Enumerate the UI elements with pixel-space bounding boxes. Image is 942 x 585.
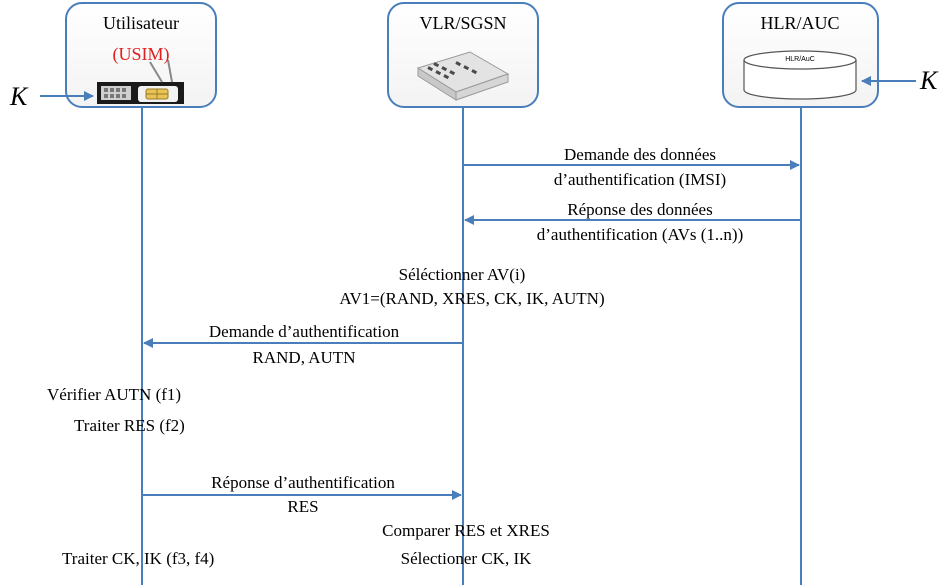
key-label-right: K (920, 66, 938, 95)
note-av1: AV1=(RAND, XRES, CK, IK, AUTN) (339, 289, 605, 308)
message-m3-line2: RAND, AUTN (252, 348, 356, 367)
note-process-res: Traiter RES (f2) (74, 416, 185, 435)
note-select-av: Séléctionner AV(i) (398, 265, 526, 284)
entity-title-hlr: HLR/AUC (760, 13, 840, 33)
note-select-ck: Sélectioner CK, IK (400, 549, 532, 568)
message-m4-line1: Réponse d’authentification (211, 473, 395, 492)
entity-title-vlr: VLR/SGSN (419, 13, 507, 33)
message-m2-line2: d’authentification (AVs (1..n)) (536, 225, 744, 244)
usim-card-icon (97, 59, 184, 104)
database-icon (743, 50, 857, 100)
message-m3-line1: Demande d’authentification (208, 322, 400, 341)
key-label-left: K (10, 82, 28, 111)
entity-box-user (65, 2, 217, 108)
message-m2-line1: Réponse des données (567, 200, 713, 219)
note-process-ck: Traiter CK, IK (f3, f4) (62, 549, 215, 568)
message-m1-line1: Demande des données (563, 145, 717, 164)
entity-title-user: Utilisateur (103, 13, 179, 33)
network-switch-icon (416, 51, 510, 101)
message-m4-line2: RES (287, 497, 319, 516)
message-m1-line2: d’authentification (IMSI) (553, 170, 727, 189)
db-label: HLR/AuC (785, 56, 815, 63)
entity-subtitle-usim: (USIM) (112, 44, 170, 64)
note-compare: Comparer RES et XRES (382, 521, 550, 540)
note-verify-autn: Vérifier AUTN (f1) (47, 385, 182, 404)
